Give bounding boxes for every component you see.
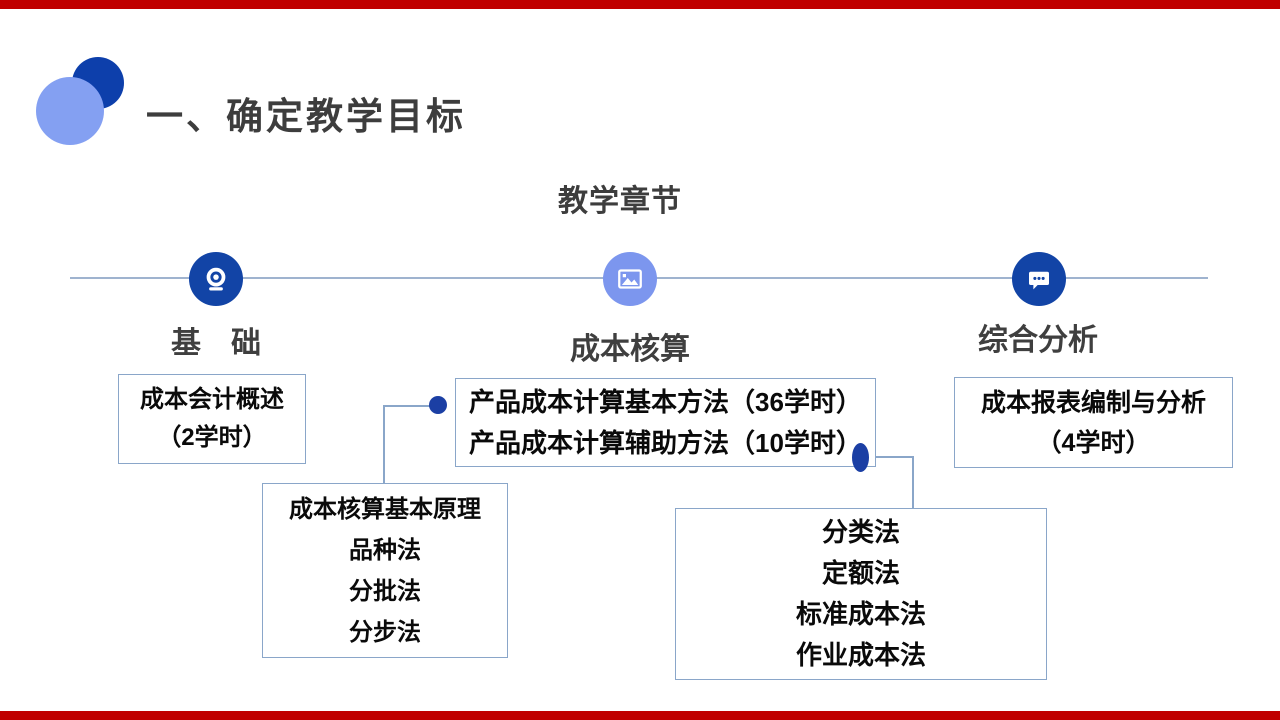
timeline-label-analysis: 综合分析	[978, 324, 1098, 357]
box-cost-accounting-overview: 成本会计概述 （2学时）	[118, 374, 306, 464]
chat-bubble-icon	[1024, 264, 1054, 294]
image-icon	[615, 264, 645, 294]
box-line: 作业成本法	[795, 640, 926, 670]
box-line: 成本报表编制与分析	[980, 388, 1206, 417]
timeline-label-basic: 基 础	[171, 327, 261, 360]
box-product-cost-methods: 产品成本计算基本方法（36学时） 产品成本计算辅助方法（10学时）	[455, 378, 876, 467]
box-line: 成本会计概述	[140, 386, 284, 413]
box-line: 定额法	[821, 558, 900, 588]
section-heading: 教学章节	[558, 185, 682, 218]
box-auxiliary-methods: 分类法 定额法 标准成本法 作业成本法	[675, 508, 1047, 680]
box-line: 标准成本法	[795, 599, 926, 629]
connector-right-vertical	[912, 456, 914, 509]
box-line: 成本核算基本原理	[289, 495, 481, 523]
connector-dot-right	[852, 443, 869, 472]
box-cost-report-analysis: 成本报表编制与分析 （4学时）	[954, 377, 1233, 468]
box-line: 分类法	[821, 517, 900, 547]
box-line: 产品成本计算基本方法（36学时）	[469, 386, 862, 417]
connector-right-horizontal	[860, 456, 914, 458]
box-line: 品种法	[349, 536, 421, 564]
box-costing-principles: 成本核算基本原理 品种法 分批法 分步法	[262, 483, 508, 658]
bottom-accent-bar	[0, 711, 1280, 720]
page-title: 一、确定教学目标	[146, 96, 466, 137]
timeline-node-costing	[603, 252, 657, 306]
connector-dot-left	[429, 396, 447, 414]
box-line: 分批法	[349, 577, 421, 605]
top-accent-bar	[0, 0, 1280, 9]
box-line: （4学时）	[1036, 428, 1151, 457]
box-line: 产品成本计算辅助方法（10学时）	[469, 427, 862, 458]
timeline-label-costing: 成本核算	[570, 333, 690, 366]
webcam-icon	[201, 264, 231, 294]
timeline-node-basic	[189, 252, 243, 306]
timeline-node-analysis	[1012, 252, 1066, 306]
box-line: 分步法	[349, 618, 421, 646]
box-line: （2学时）	[157, 424, 267, 451]
deco-circle-light	[36, 77, 104, 145]
connector-left-vertical	[383, 405, 385, 484]
connector-left-horizontal	[383, 405, 439, 407]
